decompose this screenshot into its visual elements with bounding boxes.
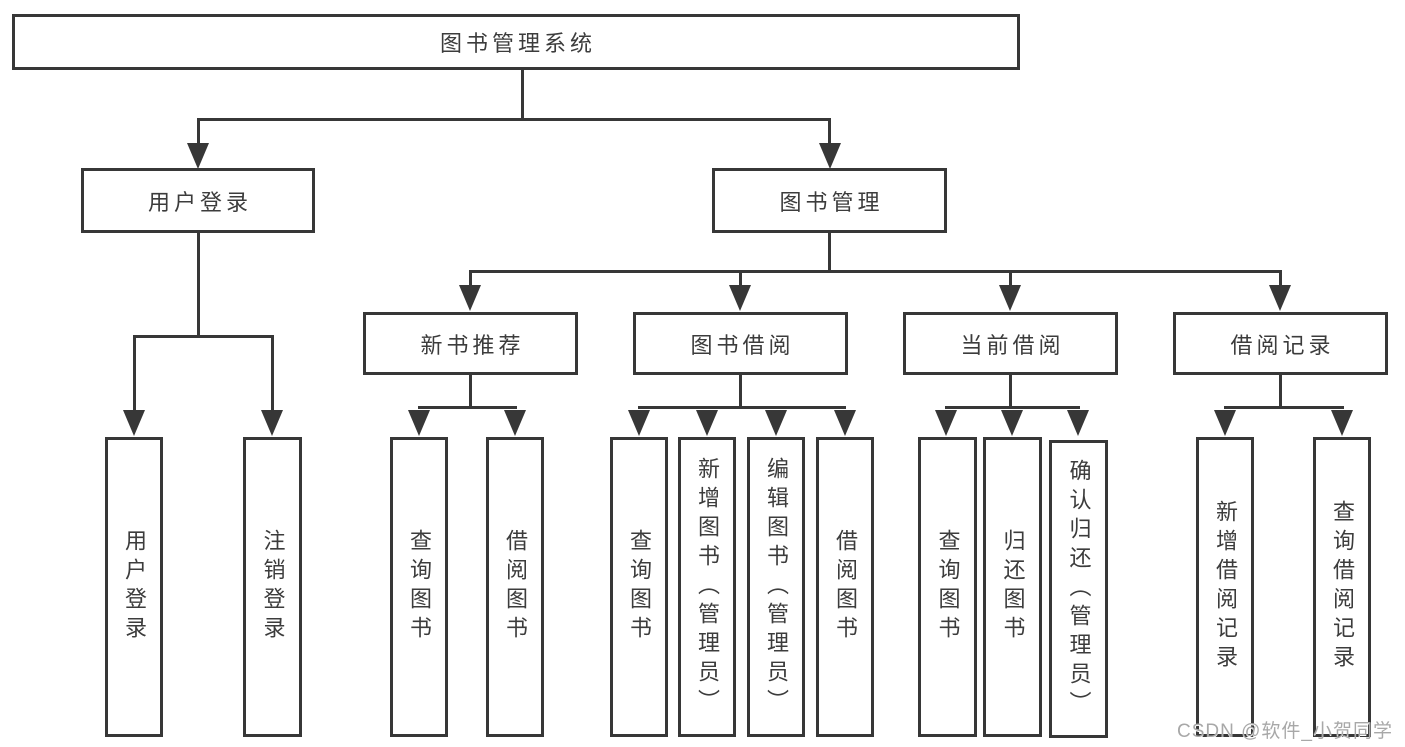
node-label: 新书推荐 xyxy=(420,332,525,358)
node-label: 用户登录 xyxy=(147,189,252,215)
leaf-label: 归还图书 xyxy=(1000,529,1026,645)
leaf-add-borrow-record: 新增借阅记录 xyxy=(1196,437,1254,737)
arrow-down-icon xyxy=(1001,410,1023,436)
node-book-management: 图书管理 xyxy=(712,168,947,233)
leaf-user-login: 用户登录 xyxy=(105,437,163,737)
arrow-down-icon xyxy=(408,410,430,436)
arrow-down-icon xyxy=(819,143,841,169)
connector-line xyxy=(828,118,831,146)
connector-line xyxy=(197,118,831,121)
connector-line xyxy=(469,270,472,287)
connector-line xyxy=(469,270,1282,273)
node-user-login: 用户登录 xyxy=(81,168,315,233)
connector-line xyxy=(133,335,136,412)
connector-line xyxy=(1224,406,1344,409)
connector-line xyxy=(521,70,524,120)
node-library-management-system: 图书管理系统 xyxy=(12,14,1020,70)
leaf-query-books-3: 查询图书 xyxy=(918,437,977,737)
node-current-borrowing: 当前借阅 xyxy=(903,312,1118,375)
arrow-down-icon xyxy=(187,143,209,169)
arrow-down-icon xyxy=(729,285,751,311)
connector-line xyxy=(739,375,742,408)
node-label: 当前借阅 xyxy=(960,332,1065,358)
leaf-label: 查询图书 xyxy=(935,529,961,645)
node-new-book-recommendation: 新书推荐 xyxy=(363,312,578,375)
connector-line xyxy=(945,406,1080,409)
connector-line xyxy=(739,270,742,287)
leaf-logout: 注销登录 xyxy=(243,437,302,737)
leaf-label: 查询借阅记录 xyxy=(1330,500,1355,674)
node-label: 图书管理系统 xyxy=(439,31,596,56)
leaf-query-books-1: 查询图书 xyxy=(390,437,448,737)
arrow-down-icon xyxy=(1214,410,1236,436)
arrow-down-icon xyxy=(1269,285,1291,311)
arrow-down-icon xyxy=(696,410,718,436)
leaf-label: 编辑图书（管理员） xyxy=(764,456,789,718)
leaf-label: 借阅图书 xyxy=(833,529,858,645)
leaf-label: 确认归还（管理员） xyxy=(1066,458,1092,720)
connector-line xyxy=(1009,270,1012,287)
connector-line xyxy=(271,335,274,412)
connector-line xyxy=(1279,375,1282,408)
leaf-query-borrow-record: 查询借阅记录 xyxy=(1313,437,1371,737)
connector-line xyxy=(638,406,846,409)
arrow-down-icon xyxy=(628,410,650,436)
connector-line xyxy=(197,118,200,146)
arrow-down-icon xyxy=(123,410,145,436)
leaf-label: 借阅图书 xyxy=(503,529,528,645)
leaf-borrow-books-1: 借阅图书 xyxy=(486,437,544,737)
leaf-label: 查询图书 xyxy=(627,529,652,645)
connector-line xyxy=(1009,375,1012,408)
arrow-down-icon xyxy=(935,410,957,436)
leaf-edit-book-admin: 编辑图书（管理员） xyxy=(747,437,805,737)
arrow-down-icon xyxy=(1331,410,1353,436)
arrow-down-icon xyxy=(504,410,526,436)
leaf-borrow-books-2: 借阅图书 xyxy=(816,437,874,737)
leaf-label: 注销登录 xyxy=(260,529,286,645)
node-label: 图书管理 xyxy=(779,189,884,215)
leaf-label: 用户登录 xyxy=(122,529,147,645)
arrow-down-icon xyxy=(834,410,856,436)
leaf-return-books: 归还图书 xyxy=(983,437,1042,737)
arrow-down-icon xyxy=(261,410,283,436)
arrow-down-icon xyxy=(1067,410,1089,436)
leaf-label: 新增借阅记录 xyxy=(1213,500,1238,674)
leaf-query-books-2: 查询图书 xyxy=(610,437,668,737)
connector-line xyxy=(469,375,472,408)
arrow-down-icon xyxy=(765,410,787,436)
connector-line xyxy=(418,406,517,409)
node-label: 图书借阅 xyxy=(690,332,795,358)
arrow-down-icon xyxy=(999,285,1021,311)
node-borrowing-records: 借阅记录 xyxy=(1173,312,1388,375)
connector-line xyxy=(828,233,831,272)
node-label: 借阅记录 xyxy=(1230,332,1335,358)
leaf-confirm-return-admin: 确认归还（管理员） xyxy=(1049,440,1108,738)
leaf-label: 新增图书（管理员） xyxy=(695,456,720,718)
leaf-add-book-admin: 新增图书（管理员） xyxy=(678,437,736,737)
arrow-down-icon xyxy=(459,285,481,311)
connector-line xyxy=(1279,270,1282,287)
csdn-watermark: CSDN @软件_小贺同学 xyxy=(1177,721,1393,742)
node-book-borrowing: 图书借阅 xyxy=(633,312,848,375)
leaf-label: 查询图书 xyxy=(407,529,432,645)
connector-line xyxy=(133,335,274,338)
connector-line xyxy=(197,233,200,335)
